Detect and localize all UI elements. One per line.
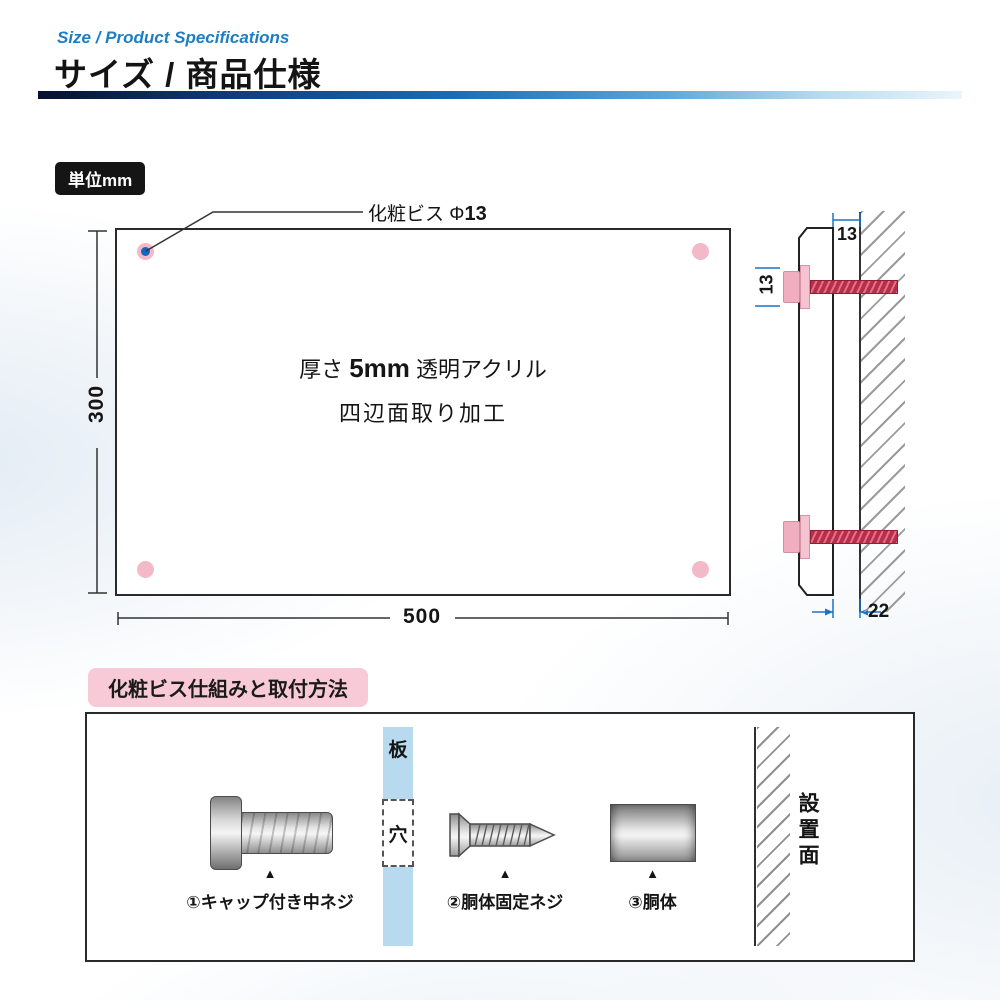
wall-hatching (861, 211, 905, 612)
bottom-screw-shaft (810, 530, 898, 544)
top-screw-shaft (810, 280, 898, 294)
acrylic-panel-front-view (115, 228, 731, 596)
item1-label: ①キャップ付き中ネジ (186, 893, 354, 912)
pointer-arrow-3: ▲ (646, 866, 659, 881)
page-title: サイズ / 商品仕様 (54, 56, 322, 93)
top-screw-washer (800, 265, 810, 309)
corner-screw-dot-top-right (692, 243, 709, 260)
plate-label: 板 (388, 740, 408, 761)
header-gradient-bar (38, 91, 962, 99)
cap-screw-threaded-shaft (241, 812, 333, 854)
corner-screw-dot-bottom-left (137, 561, 154, 578)
header-subtitle-en: Size / Product Specifications (57, 28, 290, 47)
dimension-cap-label: 13 (756, 274, 777, 295)
screw-callout-label: 化粧ビス Φ13 (368, 199, 487, 226)
item3-label: ③胴体 (628, 893, 677, 912)
spec-material: 透明アクリル (409, 357, 547, 382)
body-cylinder (610, 804, 696, 862)
pointer-arrow-1: ▲ (263, 866, 277, 881)
hole-marker: 穴 (382, 799, 414, 867)
spec-thickness-prefix: 厚さ (299, 357, 350, 382)
install-section-title: 化粧ビス仕組みと取付方法 (88, 668, 368, 707)
top-screw-cap (783, 271, 800, 303)
bottom-screw-cap (783, 521, 800, 553)
corner-screw-dot-bottom-right (692, 561, 709, 578)
panel-spec-line1: 厚さ 5mm 透明アクリル (115, 352, 731, 384)
panel-spec-line2: 四辺面取り加工 (338, 401, 507, 426)
dimension-top-label: 13 (836, 224, 858, 244)
cap-screw-head (210, 796, 242, 870)
pointer-arrow-2: ▲ (498, 866, 512, 881)
bottom-screw-washer (800, 515, 810, 559)
callout-anchor-dot (141, 247, 150, 256)
panel-center-text: 厚さ 5mm 透明アクリル 四辺面取り加工 (115, 352, 731, 428)
callout-diameter-value: 13 (464, 203, 487, 225)
dimension-width-label: 500 (402, 605, 442, 628)
dimension-depth-label: 22 (868, 601, 890, 622)
callout-text: 化粧ビス Φ (368, 204, 465, 225)
item2-label: ②胴体固定ネジ (446, 893, 564, 912)
mount-surface-label: 設置面 (796, 792, 819, 870)
unit-badge: 単位mm (55, 162, 146, 195)
dimension-height-label: 300 (85, 384, 108, 424)
mount-surface-line (754, 727, 756, 946)
spec-thickness-value: 5mm (349, 353, 410, 383)
mount-surface-hatching (757, 727, 790, 946)
